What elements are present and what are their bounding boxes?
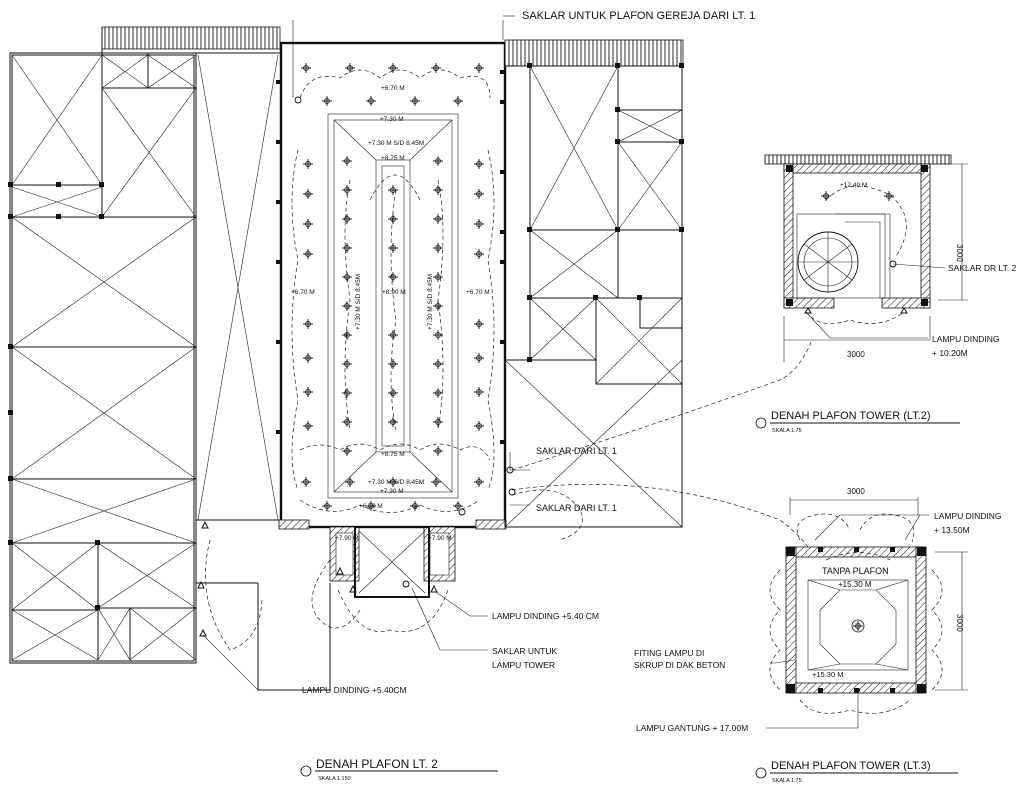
label-saklar-untuk: SAKLAR UNTUK [492,646,558,656]
label-fitting-2: SKRUP DI DAK BETON [634,660,725,670]
label-lampu-dinding-540-left: LAMPU DINDING +5.40CM [302,685,407,695]
dim-tower2-width: 3000 [847,350,865,359]
label-saklar-dr-lt2: SAKLAR DR LT. 2 [948,263,1017,273]
level-670-top: +6.70 M [381,85,405,92]
section-marker-icon [755,417,767,429]
section-marker-icon [300,765,312,777]
label-lampu-dinding-1: LAMPU DINDING [932,334,1000,344]
title-tower-lt3: DENAH PLAFON TOWER (LT.3) [771,760,931,772]
wall-lamp-icon [197,520,438,637]
nave-wall-points [276,70,504,444]
level-labels: +6.70 M +7.30 M +7.30 M S/D 8.45M +8.75 … [291,85,872,679]
level-875-top: +8.75 M [381,155,405,162]
dimension-labels: 3000 3000 3000 3000 [847,244,964,632]
level-730-845-left: +7.30 M S/D 8.45M [355,274,362,330]
label-lampu-dinding-2: LAMPU DINDING [934,511,1002,521]
left-wing [8,26,281,664]
level-670-bottom: +6.70 M [359,503,383,510]
label-tanpa-plafon: TANPA PLAFON [822,566,889,576]
level-670-left: +6.70 M [291,289,315,296]
level-875-bottom: +8.75 M [381,451,405,458]
title-tower-lt2-scale: SKALA 1:75 [772,428,802,434]
switch-icon [294,96,516,588]
title-tower-lt3-scale: SKALA 1:75 [772,778,802,784]
level-730-845-bottom: +7.30 M S/D 8.45M [368,479,424,486]
nave-lamps [300,62,485,512]
label-lampu-dinding-1020: + 10.20M [932,348,968,358]
label-fitting-1: FITING LAMPU DI [634,648,704,658]
level-790-left: +7.90 M [335,535,359,542]
leader-lines [509,339,813,551]
level-1240: +12.40 M [840,182,867,189]
label-saklar-dari-lt1-b: SAKLAR DARI LT. 1 [536,503,617,513]
level-1530-b: +15.30 M [812,670,843,679]
level-1530-a: +15.30 M [838,580,872,589]
tower-lt2-plan [764,154,968,362]
tower-lt3-plan [766,497,968,729]
right-wing [504,39,684,528]
level-730-845-right: +7.30 M S/D 8.45M [427,274,434,330]
label-lampu-dinding-540-cm: LAMPU DINDING +5.40 CM [492,611,599,621]
dim-tower3-height: 3000 [955,614,964,632]
label-saklar-dari-lt1-a: SAKLAR DARI LT. 1 [536,446,617,456]
title-plafon-lt2-scale: SKALA 1:150 [318,776,351,782]
label-lampu-dinding-1350: + 13.50M [934,525,970,535]
level-790-right: +7.90 M [428,535,452,542]
title-plafon-lt2: DENAH PLAFON LT. 2 [316,757,438,771]
title-tower-lt2: DENAH PLAFON TOWER (LT.2) [771,410,931,422]
annotation-leaders [202,587,488,691]
level-730-bottom: +7.30 M [380,488,404,495]
section-marker-icon [755,767,767,779]
dim-tower3-width: 3000 [847,487,865,496]
level-730-top: +7.30 M [380,116,404,123]
dim-tower2-height: 3000 [955,244,964,262]
plan-labels: SAKLAR UNTUK PLAFON GEREJA DARI LT. 1 SA… [302,10,1017,733]
main-nave [278,15,515,530]
drawing-titles: DENAH PLAFON LT. 2 SKALA 1:150 DENAH PLA… [300,410,960,784]
label-saklar-plafon-gereja: SAKLAR UNTUK PLAFON GEREJA DARI LT. 1 [522,10,755,22]
level-730-845-top: +7.30 M S/D 8.45M [368,140,424,147]
label-lampu-tower: LAMPU TOWER [492,660,555,670]
label-lampu-gantung: LAMPU GANTUNG + 17.00M [636,723,748,733]
corridor [195,52,331,691]
level-670-right: +6.70 M [466,289,490,296]
level-890: +8.90 M [382,289,406,296]
entrance-tower [205,526,456,651]
